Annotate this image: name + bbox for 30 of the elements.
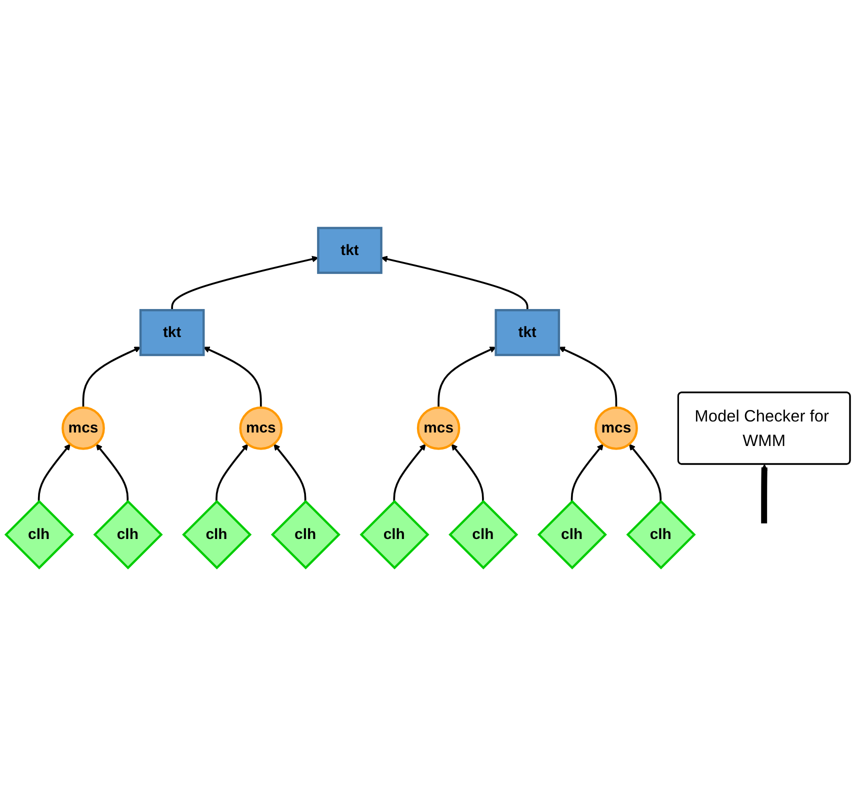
node-box: tkt xyxy=(494,308,560,356)
arrow xyxy=(570,443,604,501)
node-circle: mcs xyxy=(239,406,283,450)
arrow xyxy=(438,346,496,408)
node-box: tkt xyxy=(139,308,205,356)
node-diamond: clh xyxy=(360,499,430,569)
arrow xyxy=(628,443,662,501)
arrow xyxy=(761,464,768,523)
node-diamond: clh xyxy=(93,499,163,569)
arrow xyxy=(393,443,426,501)
arrow xyxy=(171,255,318,310)
arrow xyxy=(38,443,71,501)
node-diamond: clh xyxy=(4,499,74,569)
node-circle: mcs xyxy=(416,406,460,450)
node-diamond: clh xyxy=(270,499,340,569)
node-diamond: clh xyxy=(537,499,607,569)
arrow xyxy=(274,443,306,501)
node-diamond: clh xyxy=(182,499,252,569)
node-box: tkt xyxy=(317,226,382,274)
node-diamond: clh xyxy=(626,499,696,569)
arrow xyxy=(216,443,248,501)
node-circle: mcs xyxy=(62,406,105,450)
arrow xyxy=(82,346,141,408)
node-circle: mcs xyxy=(594,406,638,450)
arrow xyxy=(558,346,618,408)
arrow xyxy=(96,443,129,501)
arrow xyxy=(451,443,484,501)
arrow xyxy=(203,346,262,408)
arrow xyxy=(380,255,528,310)
node-diamond: clh xyxy=(448,499,518,569)
